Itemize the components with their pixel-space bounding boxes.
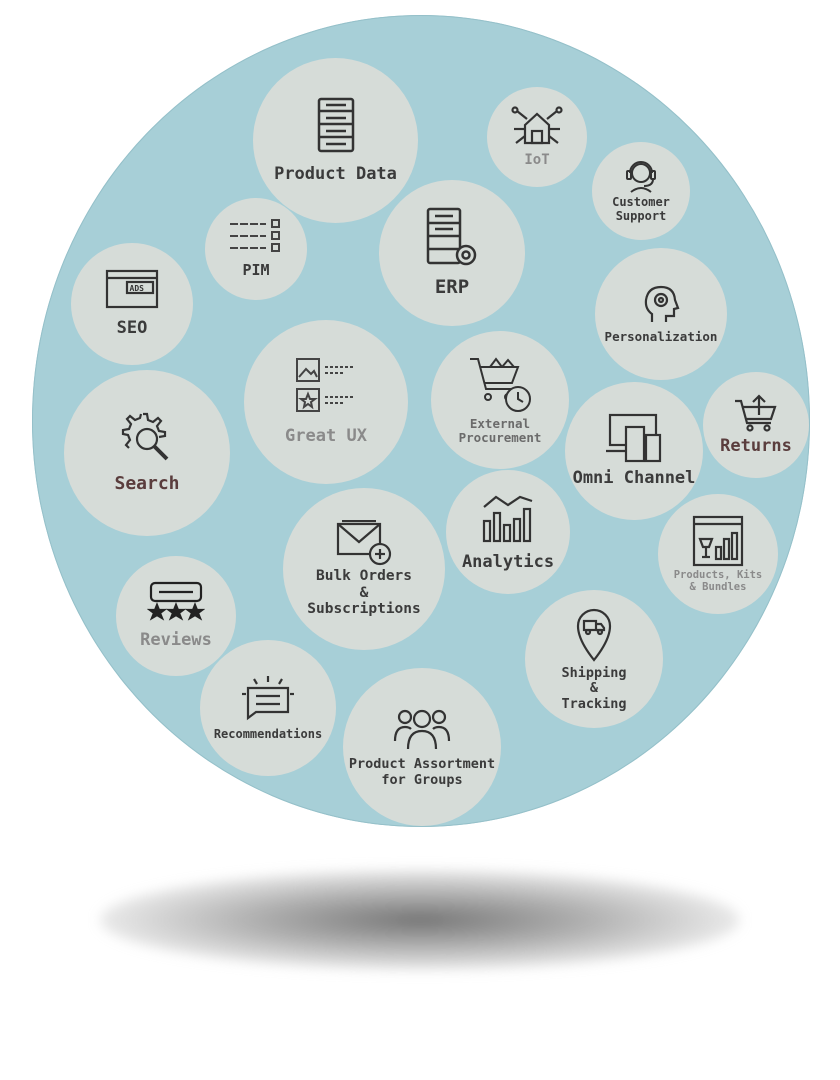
list-checkbox-icon: [230, 219, 280, 253]
iot-label: IoT: [524, 152, 550, 169]
pim-label: PIM: [242, 261, 270, 280]
bubble-seo: ADS SEO: [71, 243, 193, 365]
gear-search-icon: [121, 412, 169, 461]
group-users-icon: [393, 710, 451, 750]
product-assortment-label: Product Assortment for Groups: [348, 756, 496, 788]
product-data-label: Product Data: [274, 163, 397, 184]
bar-chart-icon: [482, 495, 533, 543]
recommendations-label: Recommendations: [213, 727, 323, 742]
erp-label: ERP: [434, 276, 470, 299]
bubble-product-assortment: Product Assortment for Groups: [343, 668, 501, 826]
shipping-label: Shipping & Tracking: [561, 664, 627, 712]
smart-home-icon: [511, 106, 563, 145]
bubble-shipping: Shipping & Tracking: [525, 590, 663, 728]
analytics-label: Analytics: [461, 552, 555, 573]
bubble-great-ux: Great UX: [244, 320, 408, 484]
search-label: Search: [114, 472, 180, 494]
bubble-personalization: Personalization: [595, 248, 727, 380]
bubble-customer-support: Customer Support: [592, 142, 690, 240]
ads-browser-icon: ADS: [105, 270, 159, 309]
bubble-reviews: Reviews: [116, 556, 236, 676]
svg-text:ADS: ADS: [130, 284, 145, 293]
bubble-erp: ERP: [379, 180, 525, 326]
head-gear-icon: [644, 285, 680, 322]
product-window-icon: [692, 515, 744, 567]
bubble-search: Search: [64, 370, 230, 536]
bulk-orders-label: Bulk Orders & Subscriptions: [307, 567, 421, 618]
devices-icon: [606, 414, 662, 463]
server-gear-icon: [426, 207, 477, 266]
bubble-omni-channel: Omni Channel: [565, 382, 703, 520]
bubble-pim: PIM: [205, 198, 307, 300]
omni-channel-label: Omni Channel: [572, 468, 696, 489]
products-kits-label: Products, Kits & Bundles: [673, 568, 763, 593]
bubble-products-kits: Products, Kits & Bundles: [658, 494, 778, 614]
external-procurement-label: External Procurement: [458, 415, 542, 445]
envelope-plus-icon: [336, 519, 392, 566]
headset-user-icon: [626, 161, 656, 194]
bubble-iot: IoT: [487, 87, 587, 187]
server-icon: [317, 97, 354, 152]
floor-shadow: [100, 870, 740, 970]
seo-label: SEO: [116, 318, 148, 339]
message-box-icon: [242, 676, 294, 721]
bubble-external-procurement: External Procurement: [431, 331, 569, 469]
bubble-recommendations: Recommendations: [200, 640, 336, 776]
customer-support-label: Customer Support: [612, 195, 670, 223]
map-pin-truck-icon: [576, 608, 612, 662]
cart-return-icon: [735, 394, 777, 432]
bubble-product-data: Product Data: [253, 58, 418, 223]
bubble-returns: Returns: [703, 372, 809, 478]
returns-label: Returns: [720, 436, 792, 457]
reviews-label: Reviews: [140, 630, 212, 651]
cart-clock-icon: [470, 356, 531, 412]
image-list-icon: [296, 358, 353, 413]
great-ux-label: Great UX: [285, 426, 367, 447]
personalization-label: Personalization: [604, 328, 718, 344]
bubble-analytics: Analytics: [446, 470, 570, 594]
bubble-bulk-orders: Bulk Orders & Subscriptions: [283, 488, 445, 650]
star-rating-icon: [147, 582, 205, 621]
